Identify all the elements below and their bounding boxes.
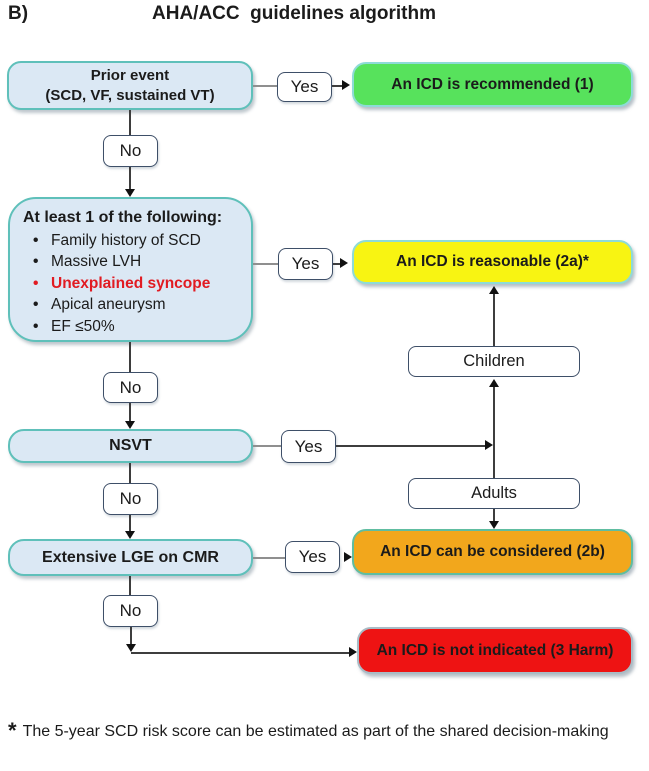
connector-line <box>493 509 495 521</box>
node-children: Children <box>408 346 580 377</box>
connector-line <box>493 387 495 445</box>
outcome-recommended-label: An ICD is recommended (1) <box>391 75 594 93</box>
gate-no-label: No <box>119 141 142 160</box>
connector-line <box>253 557 285 559</box>
connector-line <box>129 403 131 421</box>
gate-no-lge: No <box>103 595 158 627</box>
gate-yes-lge: Yes <box>285 541 340 573</box>
connector-line <box>333 263 340 265</box>
node-nsvt: NSVT <box>8 429 253 463</box>
connector-line <box>253 263 278 265</box>
connector-line <box>129 576 131 595</box>
figure-title: AHA/ACC guidelines algorithm <box>152 3 436 24</box>
arrowhead-right-icon <box>340 258 348 268</box>
children-label: Children <box>463 352 525 370</box>
node-lge-cmr: Extensive LGE on CMR <box>8 539 253 576</box>
arrowhead-down-icon <box>489 521 499 529</box>
gate-no-label: No <box>119 601 142 620</box>
connector-line <box>493 294 495 346</box>
outcome-considered-label: An ICD can be considered (2b) <box>380 543 605 560</box>
connector-line <box>131 652 349 654</box>
connector-line <box>129 463 131 483</box>
gate-no-prior: No <box>103 135 158 167</box>
outcome-icd-recommended: An ICD is recommended (1) <box>352 62 633 107</box>
connector-line <box>253 445 281 447</box>
arrowhead-down-icon <box>125 531 135 539</box>
outcome-icd-reasonable: An ICD is reasonable (2a)* <box>352 240 633 284</box>
arrowhead-up-icon <box>489 379 499 387</box>
outcome-reasonable-label: An ICD is reasonable (2a)* <box>396 253 589 270</box>
connector-line <box>493 445 495 478</box>
connector-line <box>129 110 131 135</box>
prior-event-line2: (SCD, VF, sustained VT) <box>45 86 215 104</box>
footnote-asterisk: * <box>8 718 17 743</box>
criteria-item-apical-aneurysm: Apical aneurysm <box>23 294 247 316</box>
arrowhead-down-icon <box>126 644 136 652</box>
connector-line <box>129 167 131 189</box>
gate-no-label: No <box>119 489 142 508</box>
gate-yes-prior: Yes <box>277 72 332 102</box>
risk-criteria-content: At least 1 of the following: Family hist… <box>10 202 251 338</box>
gate-yes-criteria: Yes <box>278 248 333 280</box>
gate-no-nsvt: No <box>103 483 158 515</box>
criteria-item-unexplained-syncope: Unexplained syncope <box>23 273 247 295</box>
adults-label: Adults <box>471 484 517 502</box>
arrowhead-up-icon <box>489 286 499 294</box>
arrowhead-down-icon <box>125 189 135 197</box>
connector-line <box>130 627 132 645</box>
footnote: * The 5-year SCD risk score can be estima… <box>8 713 620 747</box>
connector-line <box>129 342 131 372</box>
outcome-icd-considered: An ICD can be considered (2b) <box>352 529 633 575</box>
criteria-item-ef: EF ≤50% <box>23 316 247 338</box>
outcome-not-indicated-label: An ICD is not indicated (3 Harm) <box>376 641 614 659</box>
lge-label: Extensive LGE on CMR <box>42 548 219 566</box>
prior-event-text: Prior event (SCD, VF, sustained VT) <box>45 66 214 105</box>
risk-criteria-list: Family history of SCD Massive LVH Unexpl… <box>23 230 247 338</box>
node-prior-event: Prior event (SCD, VF, sustained VT) <box>7 61 253 110</box>
arrowhead-down-icon <box>125 421 135 429</box>
gate-no-criteria: No <box>103 372 158 403</box>
outcome-icd-not-indicated: An ICD is not indicated (3 Harm) <box>357 627 633 674</box>
gate-yes-label: Yes <box>291 254 320 273</box>
gate-no-label: No <box>119 377 142 397</box>
arrowhead-right-icon <box>344 552 352 562</box>
gate-yes-label: Yes <box>294 436 323 456</box>
connector-line <box>129 515 131 531</box>
gate-yes-nsvt: Yes <box>281 430 336 463</box>
connector-line <box>336 445 485 447</box>
arrowhead-right-icon <box>485 440 493 450</box>
gate-yes-label: Yes <box>290 77 319 96</box>
nsvt-label: NSVT <box>109 437 152 454</box>
node-risk-criteria: At least 1 of the following: Family hist… <box>8 197 253 342</box>
connector-line <box>332 85 343 87</box>
arrowhead-right-icon <box>342 80 350 90</box>
criteria-item-family-history: Family history of SCD <box>23 230 247 252</box>
node-adults: Adults <box>408 478 580 509</box>
risk-criteria-title: At least 1 of the following: <box>23 208 223 226</box>
prior-event-line1: Prior event <box>90 67 170 84</box>
connector-line <box>253 85 277 87</box>
criteria-item-massive-lvh: Massive LVH <box>23 251 247 273</box>
gate-yes-label: Yes <box>298 547 327 566</box>
panel-label: B) <box>8 3 29 24</box>
footnote-text: The 5-year SCD risk score can be estimat… <box>22 723 609 740</box>
arrowhead-right-icon <box>349 647 357 657</box>
